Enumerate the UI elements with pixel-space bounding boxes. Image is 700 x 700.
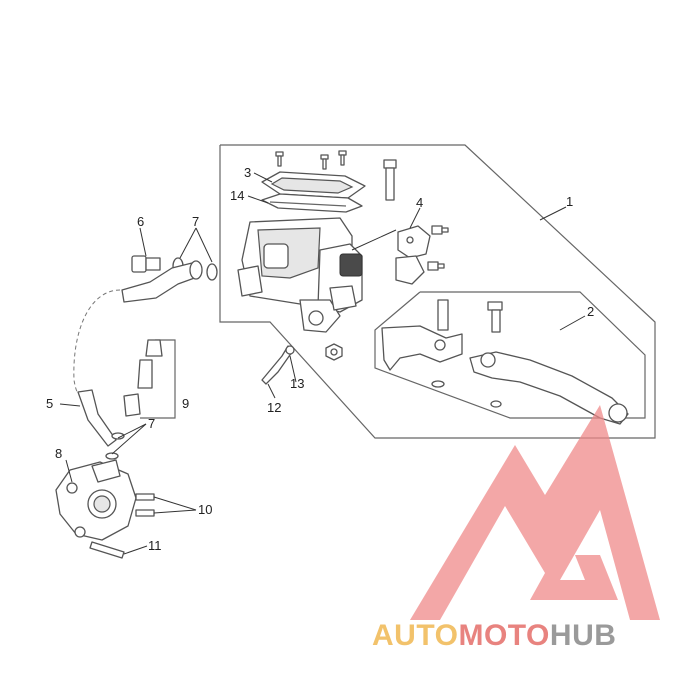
sealing-washers-lower	[105, 432, 125, 460]
clamp-screws	[427, 225, 449, 271]
callout-2: 2	[587, 304, 594, 319]
callout-4: 4	[416, 195, 423, 210]
clutch-hose-lower	[77, 389, 117, 447]
wordmark-moto: MOTO	[458, 619, 549, 652]
assembly-group-outline	[219, 144, 656, 439]
lever-bracket	[381, 299, 463, 388]
slave-cylinder	[55, 459, 137, 541]
callout-7-upper: 7	[192, 214, 199, 229]
callout-6: 6	[137, 214, 144, 229]
pushrod	[261, 345, 295, 385]
callout-9: 9	[182, 396, 189, 411]
leader-lines	[59, 172, 586, 555]
brake-lever	[469, 301, 629, 425]
handlebar-clamp	[395, 225, 431, 285]
banjo-bolt	[131, 255, 161, 273]
wordmark-auto: AUTO	[372, 619, 458, 652]
watermark-logo	[410, 405, 660, 620]
watermark-wordmark: AUTOMOTOHUB	[372, 619, 616, 652]
callout-13: 13	[290, 376, 304, 391]
fitting-group-bracket	[140, 339, 176, 419]
pivot-nut	[325, 343, 343, 361]
master-cylinder-body	[237, 217, 363, 333]
lever-group-outline	[374, 291, 646, 419]
reservoir-diaphragm	[261, 193, 363, 213]
upper-bolt	[383, 159, 397, 201]
slave-cylinder-screws	[135, 493, 155, 517]
reservoir-cap	[261, 171, 366, 199]
callout-1: 1	[566, 194, 573, 209]
hose-fitting-parts	[123, 339, 163, 417]
long-bolt	[89, 541, 125, 559]
callout-10: 10	[198, 502, 212, 517]
reservoir-cap-screws	[275, 150, 347, 170]
callout-5: 5	[46, 396, 53, 411]
callout-12: 12	[267, 400, 281, 415]
callout-7-lower: 7	[148, 416, 155, 431]
brake-hose-upper	[121, 260, 203, 303]
callout-3: 3	[244, 165, 251, 180]
svg-text:AUTOMOTOHUB: AUTOMOTOHUB	[372, 619, 616, 652]
wordmark-hub: HUB	[550, 619, 617, 652]
brake-hose-line	[73, 289, 121, 395]
callout-14: 14	[230, 188, 244, 203]
callout-11: 11	[148, 538, 162, 553]
logo-mark	[410, 405, 660, 620]
callout-8: 8	[55, 446, 62, 461]
